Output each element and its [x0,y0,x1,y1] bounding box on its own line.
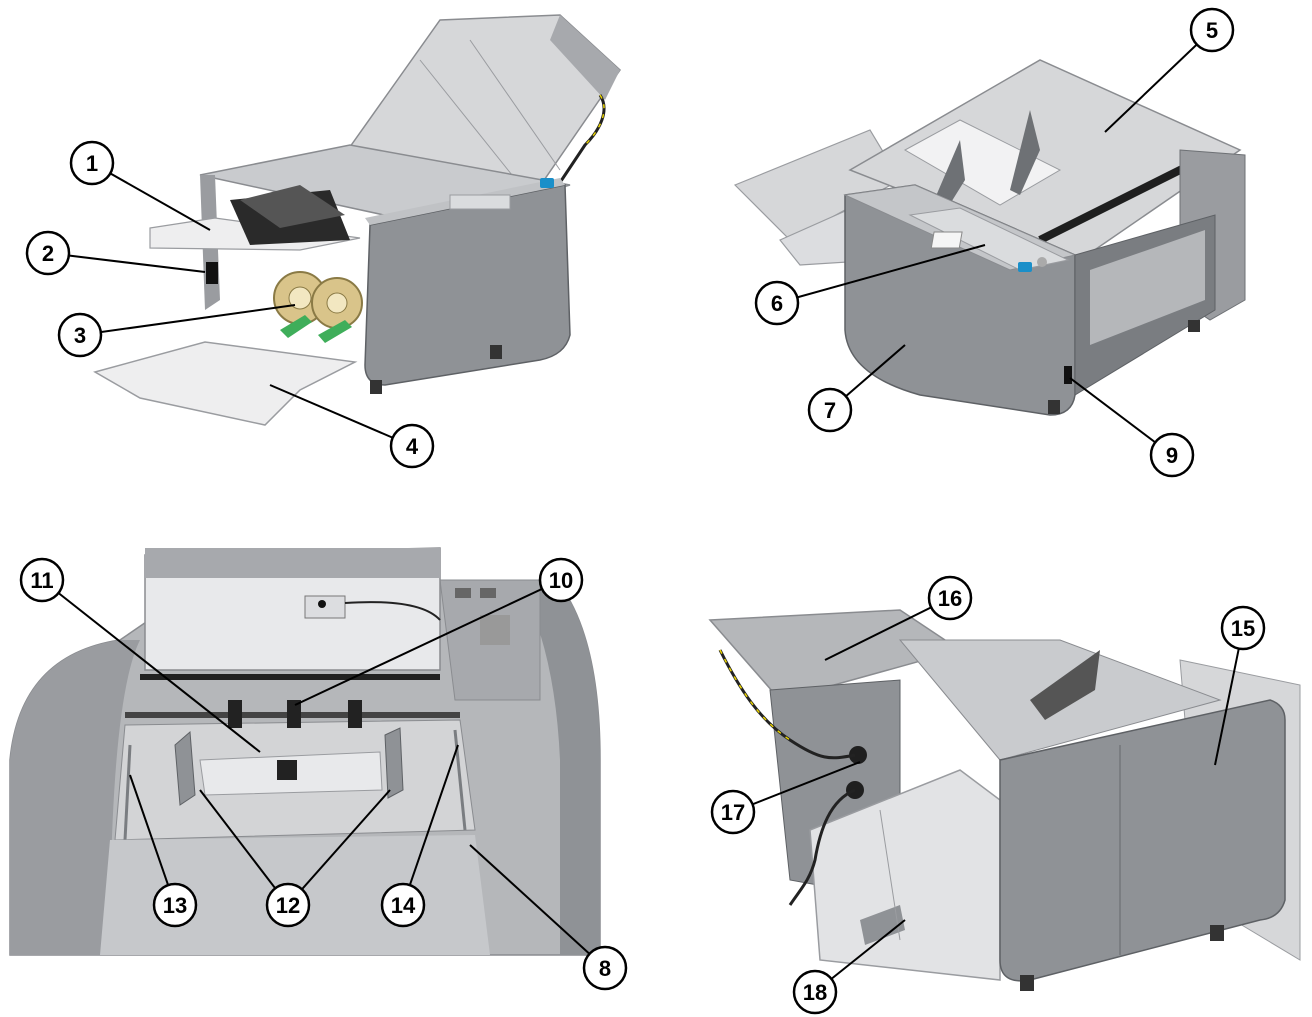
panel-rear-view [708,609,1301,991]
callout-circle [807,387,853,433]
callout-leader-line [824,597,951,661]
callout-leader-line [1214,627,1244,766]
callout-leader-line [294,579,562,706]
callout-leader-line [199,789,289,906]
callout-leader-line [129,774,176,906]
callout-number: 4 [406,434,419,459]
callout-circle [69,140,115,186]
callout-leader-line [91,162,211,231]
callout-number: 11 [30,568,53,593]
callout-9: 9 [1069,377,1195,478]
part-9-port [1064,366,1072,384]
callout-18: 18 [792,919,906,1015]
callout-number: 15 [1231,616,1255,641]
callout-2: 2 [25,230,206,276]
callout-circle [265,882,311,928]
callout-number: 14 [391,893,416,918]
callout-13: 13 [129,774,198,928]
panel-front-view [93,14,621,426]
callout-leader-line [41,579,261,753]
part-10-guide [287,700,301,728]
callout-circle [380,882,426,928]
panel-operation-view [733,59,1246,416]
part-17-motor [849,746,867,764]
callout-15: 15 [1214,605,1266,766]
part-2-switch [206,262,218,284]
machine-cabinet-right [364,184,571,386]
callout-leader-line [287,789,391,906]
callout-number: 9 [1166,443,1178,468]
callout-leader-line [1104,29,1213,133]
callout-circle [792,969,838,1015]
callout-number: 12 [276,893,300,918]
callout-11: 11 [19,557,261,753]
callout-10: 10 [294,557,584,706]
callout-number: 13 [163,893,187,918]
part-12-side-guide-right [384,727,404,799]
callout-circle [57,312,103,358]
callout-number: 8 [599,956,611,981]
callout-4: 4 [269,384,435,469]
callout-leader-line [47,252,206,273]
roller [1038,161,1192,244]
callout-leader-line [469,844,606,969]
callout-circle [389,423,435,469]
callout-circle [19,557,65,603]
part-6-operation-panel [908,207,1070,271]
callout-1: 1 [69,140,211,231]
callout-circle [25,230,71,276]
callout-17: 17 [710,761,861,835]
callout-16: 16 [824,575,973,661]
callout-circle [582,945,628,991]
callout-number: 2 [42,241,54,266]
callout-leader-line [269,384,413,447]
callout-leader-line [776,244,986,304]
callout-number: 1 [86,151,98,176]
callout-circle [152,882,198,928]
callout-number: 16 [938,586,962,611]
callout-circle [1220,605,1266,651]
callout-number: 17 [721,800,745,825]
callout-6: 6 [754,244,986,326]
cable-rear [718,649,856,760]
callout-number: 18 [803,980,827,1005]
callout-12: 12 [199,789,391,928]
callout-number: 5 [1206,18,1218,43]
callout-number: 3 [74,323,86,348]
callout-3: 3 [57,304,296,358]
callout-leader-line [79,304,296,336]
callout-circle [1189,7,1235,53]
callout-8: 8 [469,844,628,991]
part-4-receiving-tray [93,341,358,426]
callout-number: 6 [771,291,783,316]
callout-leader-line [402,744,459,906]
callout-leader-line [732,761,861,813]
part-12-side-guide-left [174,730,196,806]
feed-tray-upper-edge [550,15,620,100]
callout-circle [927,575,973,621]
callout-number: 10 [549,568,573,593]
callout-7: 7 [807,344,906,433]
cable [553,94,606,191]
part-13-rail [123,744,132,841]
callout-circle [538,557,584,603]
callout-5: 5 [1104,7,1235,133]
part-15-cabinet [999,699,1286,982]
callout-circle [710,789,756,835]
callout-14: 14 [380,744,459,928]
callout-circle [1149,432,1195,478]
panel-inside-view [9,547,601,956]
callout-number: 7 [824,398,836,423]
part-3-knobs [273,271,363,343]
callout-circle [754,280,800,326]
